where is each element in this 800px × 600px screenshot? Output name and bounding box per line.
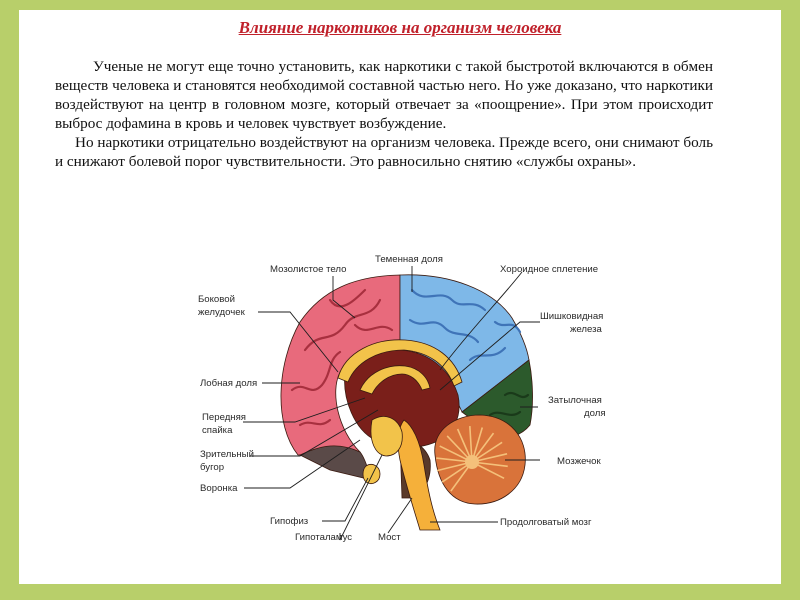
- arbor-core: [465, 455, 479, 469]
- pituitary-shape: [362, 464, 381, 484]
- label-pons: Мост: [378, 532, 401, 543]
- label-corpus-callosum: Мозолистое тело: [270, 264, 346, 275]
- label-frontal-lobe: Лобная доля: [200, 378, 257, 389]
- pointer-lines: [243, 266, 540, 541]
- corpus-callosum: [337, 339, 463, 387]
- body-text: Ученые не могут еще точно установить, ка…: [55, 57, 713, 171]
- label-lateral-ventricle-1: Боковой: [198, 294, 235, 305]
- paragraph-1: Ученые не могут еще точно установить, ка…: [55, 58, 713, 132]
- paragraph-2: Но наркотики отрицательно воздействуют н…: [55, 134, 713, 170]
- label-lateral-ventricle-2: желудочек: [198, 307, 246, 318]
- fornix: [359, 365, 431, 395]
- hypothalamus-shape: [370, 416, 403, 457]
- brainstem: [362, 416, 441, 531]
- label-optic-thalamus-2: бугор: [200, 462, 224, 473]
- diagram-labels: Мозолистое тело Теменная доля Хороидное …: [198, 254, 606, 543]
- label-choroid-plexus: Хороидное сплетение: [500, 264, 598, 275]
- label-occipital-1: Затылочная: [548, 395, 602, 406]
- label-anterior-commissure-2: спайка: [202, 425, 233, 436]
- temporal-region: [299, 445, 373, 481]
- label-medulla: Продолговатый мозг: [500, 517, 592, 528]
- label-cerebellum: Мозжечок: [557, 456, 601, 467]
- label-occipital-2: доля: [584, 408, 606, 419]
- label-infundibulum: Воронка: [200, 483, 238, 494]
- cerebellum-group: [434, 414, 526, 505]
- label-anterior-commissure-1: Передняя: [202, 412, 246, 423]
- arbor-vitae: [436, 426, 508, 492]
- page-title: Влияние наркотиков на организм человека: [238, 18, 562, 37]
- label-pineal-1: Шишковидная: [540, 311, 603, 322]
- gyri-folds: [290, 288, 530, 427]
- label-parietal-lobe: Теменная доля: [375, 254, 443, 265]
- label-pituitary: Гипофиз: [270, 516, 309, 527]
- label-hypothalamus: Гипоталамус: [295, 532, 352, 543]
- label-optic-thalamus-1: Зрительный: [200, 449, 254, 460]
- label-pineal-2: железа: [570, 324, 603, 335]
- frontal-lobe-region: [280, 274, 401, 456]
